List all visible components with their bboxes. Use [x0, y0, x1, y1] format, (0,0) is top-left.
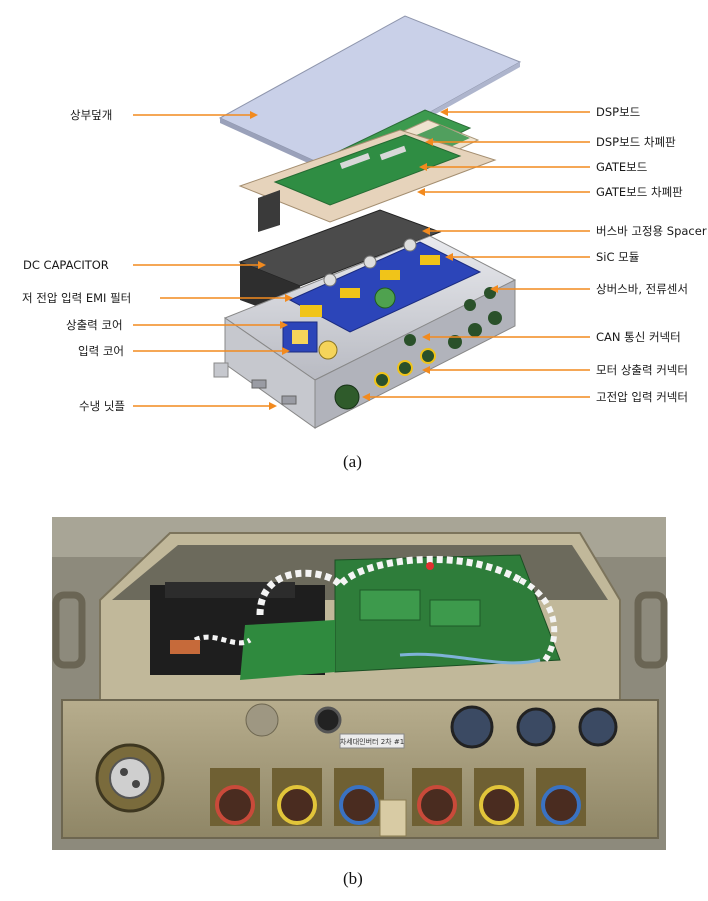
gate-board-shape [273, 134, 462, 206]
label-top-lid: 상부덮개 [70, 108, 112, 122]
right-labels: DSP보드 DSP보드 차폐판 GATE보드 GATE보드 차폐판 버스바 고정… [596, 105, 707, 404]
label-hv-input-connector: 고전압 입력 커넥터 [596, 390, 688, 404]
photo-tag: 차세대인버터 2차 #1 [340, 737, 404, 746]
right-callout-arrows [362, 108, 590, 401]
hardware-photo: 차세대인버터 2차 #1 [52, 517, 668, 850]
label-dc-capacitor: DC CAPACITOR [23, 258, 109, 272]
label-busbar-spacer: 버스바 고정용 Spacer [596, 224, 707, 238]
left-callout-arrows [133, 111, 293, 410]
label-gate-shield: GATE보드 차폐판 [596, 185, 683, 199]
label-coolant-nipple: 수냉 닛플 [79, 399, 125, 413]
left-labels: 상부덮개 DC CAPACITOR 저 전압 입력 EMI 필터 상출력 코어 … [22, 108, 131, 413]
label-busbar-current-sensor: 상버스바, 전류센서 [596, 282, 688, 296]
label-phase-output-core: 상출력 코어 [66, 318, 123, 332]
caption-a: (a) [343, 452, 362, 471]
label-dsp-shield: DSP보드 차폐판 [596, 135, 676, 149]
caption-b: (b) [343, 869, 363, 888]
label-gate-board: GATE보드 [596, 160, 647, 174]
label-input-core: 입력 코어 [78, 344, 124, 358]
motor-connectors [210, 768, 586, 826]
label-emi-filter: 저 전압 입력 EMI 필터 [22, 291, 131, 305]
label-can-connector: CAN 통신 커넥터 [596, 330, 681, 344]
exploded-view-illustration [213, 15, 522, 429]
label-motor-output-connector: 모터 상출력 커넥터 [596, 363, 688, 377]
label-dsp-board: DSP보드 [596, 105, 640, 119]
label-sic-module: SiC 모듈 [596, 250, 639, 264]
